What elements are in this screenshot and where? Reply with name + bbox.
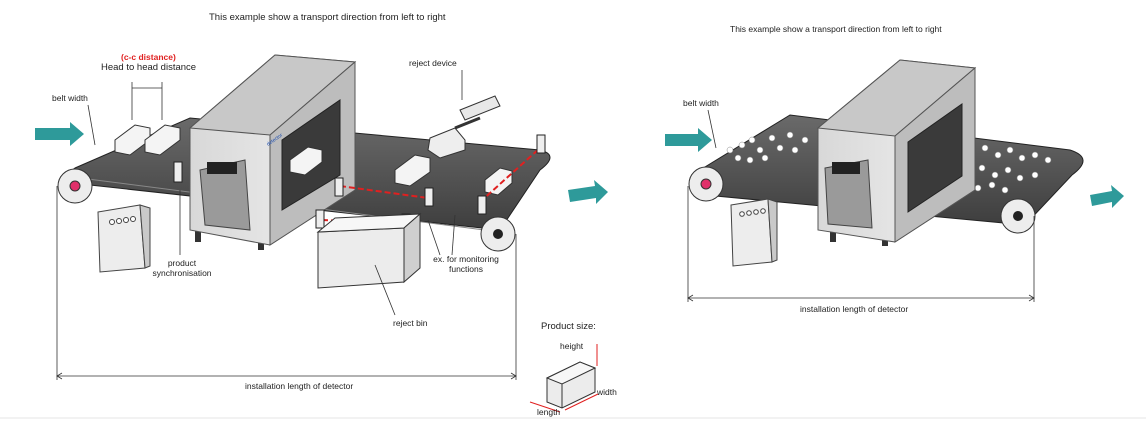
left-flow-arrow-in <box>35 122 84 146</box>
left-reject-bin <box>316 212 422 289</box>
left-dimension-lines <box>56 70 517 380</box>
right-metal-detector <box>816 59 977 246</box>
length-label: length <box>537 407 561 417</box>
left-metal-detector: detector <box>188 54 357 246</box>
right-diagram <box>665 59 1124 302</box>
left-reject-device <box>427 95 501 159</box>
right-install-length-label: installation length of detector <box>800 304 909 314</box>
left-belt-width-label: belt width <box>52 93 88 103</box>
left-control-cabinet <box>97 204 151 273</box>
left-products <box>114 124 513 196</box>
product-sync-label-1: product <box>167 258 197 268</box>
width-label: width <box>597 387 617 397</box>
right-roller-out <box>1000 198 1036 234</box>
head-distance-label: Head to head distance <box>101 62 197 73</box>
right-control-cabinet <box>730 198 778 267</box>
left-roller-out <box>480 216 516 252</box>
cc-distance-label: (c-c distance) <box>121 52 176 62</box>
left-diagram: detector <box>35 54 608 413</box>
monitoring-label-1: ex. for monitoring <box>433 254 499 264</box>
right-belt-width-label: belt width <box>683 98 719 108</box>
right-dimension-lines <box>687 109 1035 302</box>
product-sync-label-2: synchronisation <box>152 268 212 278</box>
right-title: This example show a transport direction … <box>730 24 942 34</box>
right-flow-arrow-out <box>1090 185 1124 208</box>
left-title: This example show a transport direction … <box>209 12 446 23</box>
product-size-box <box>529 344 599 413</box>
left-install-length-label: installation length of detector <box>245 381 354 391</box>
reject-device-label: reject device <box>409 58 457 68</box>
monitoring-label-2: functions <box>448 264 484 274</box>
right-flow-arrow-in <box>665 128 712 152</box>
left-roller-in <box>57 168 93 204</box>
product-size-title: Product size: <box>541 321 596 332</box>
left-flow-arrow-out <box>568 180 608 204</box>
right-roller-in <box>688 166 724 202</box>
height-label: height <box>560 341 584 351</box>
reject-bin-label: reject bin <box>393 318 428 328</box>
